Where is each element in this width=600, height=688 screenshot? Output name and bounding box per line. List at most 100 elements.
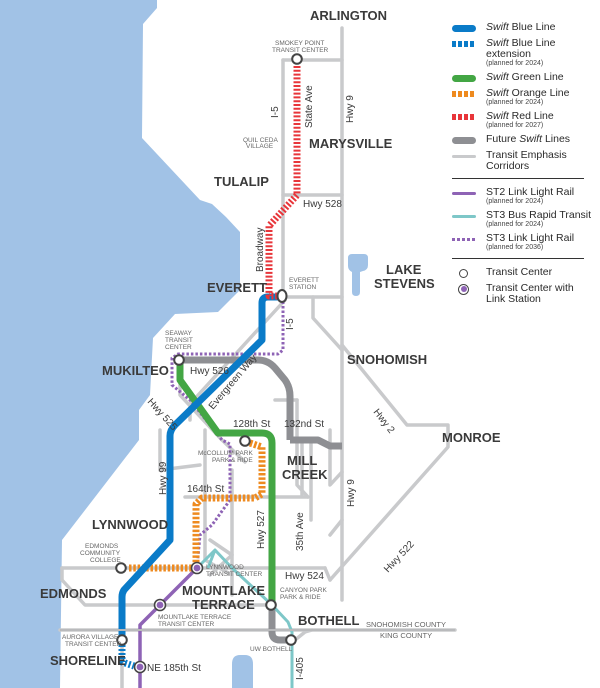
label-smokey-point-2: TRANSIT CENTER — [272, 47, 329, 54]
road-hwy527: Hwy 527 — [256, 510, 267, 549]
road-i5-everett: I-5 — [285, 318, 296, 330]
city-arlington: ARLINGTON — [310, 8, 387, 23]
st2-link-light-rail — [138, 566, 199, 688]
label-seaway-2: TRANSIT — [165, 337, 193, 344]
city-lake-stevens-1: LAKE — [386, 262, 422, 277]
road-hwy9-south: Hwy 9 — [346, 479, 357, 507]
county-label-north: SNOHOMISH COUNTY — [366, 620, 446, 629]
legend-item-green-line: Swift Green Line — [452, 72, 600, 84]
label-edmonds-cc-2: COMMUNITY — [80, 550, 121, 557]
label-lynnwood-tc-1: LYNNWOOD — [206, 564, 244, 571]
transit-center-seaway[interactable] — [173, 354, 185, 366]
label-lynnwood-tc-2: TRANSIT CENTER — [206, 571, 263, 578]
legend-item-blue-extension: Swift Blue Line extension(planned for 20… — [452, 38, 600, 68]
road-i405: I-405 — [295, 657, 306, 680]
legend-swatch-blue — [452, 24, 476, 32]
city-mountlake-1: MOUNTLAKE — [182, 583, 265, 598]
city-mukilteo: MUKILTEO — [102, 363, 169, 378]
road-state-ave: State Ave — [304, 85, 315, 128]
label-edmonds-cc-3: COLLEGE — [90, 557, 121, 564]
label-mountlake-tc-2: TRANSIT CENTER — [158, 621, 215, 628]
transit-center-smokey-point[interactable] — [291, 53, 303, 65]
label-quil-ceda-2: VILLAGE — [246, 143, 274, 150]
map-legend: Swift Blue Line Swift Blue Line extensio… — [452, 22, 600, 309]
city-marysville: MARYSVILLE — [309, 136, 393, 151]
city-lynnwood: LYNNWOOD — [92, 517, 168, 532]
road-35th-ave: 35th Ave — [295, 512, 306, 551]
county-label-south: KING COUNTY — [380, 631, 432, 640]
road-broadway: Broadway — [255, 228, 266, 272]
road-hwy2: Hwy 2 — [371, 407, 397, 436]
swift-red-line — [265, 66, 301, 300]
label-uw-bothell: UW BOTHELL — [250, 646, 293, 653]
label-edmonds-cc-1: EDMONDS — [85, 543, 119, 550]
road-hwy528: Hwy 528 — [303, 199, 342, 210]
legend-swatch-st2 — [452, 191, 476, 195]
transit-center-mccollum[interactable] — [239, 435, 251, 447]
city-everett: EVERETT — [207, 280, 267, 295]
legend-item-transit-center: Transit Center — [452, 267, 600, 279]
transit-center-edmonds-cc[interactable] — [115, 562, 127, 574]
city-mountlake-2: TERRACE — [192, 597, 255, 612]
label-everett-station-1: EVERETT — [289, 277, 319, 284]
legend-swatch-blue-ext — [452, 41, 476, 47]
city-bothell: BOTHELL — [298, 613, 359, 628]
city-snohomish: SNOHOMISH — [347, 352, 427, 367]
legend-item-st3-brt: ST3 Bus Rapid Transit(planned for 2024) — [452, 210, 600, 229]
transit-center-icon — [459, 268, 468, 278]
water-puget-sound — [0, 0, 240, 688]
city-tulalip: TULALIP — [214, 174, 269, 189]
road-ne-185th: NE 185th St — [147, 663, 201, 674]
legend-swatch-st3-lrt — [452, 237, 476, 241]
label-mccollum-2: PARK & RIDE — [212, 457, 253, 464]
link-station-icon — [458, 283, 469, 295]
water-lake-stevens — [348, 254, 368, 296]
label-seaway-3: CENTER — [165, 344, 192, 351]
water-lake-washington — [232, 655, 253, 688]
transit-center-aurora-village[interactable] — [116, 634, 128, 646]
legend-swatch-orange — [452, 91, 476, 97]
road-hwy522: Hwy 522 — [382, 539, 417, 575]
legend-item-blue-line: Swift Blue Line — [452, 22, 600, 34]
label-smokey-point-1: SMOKEY POINT — [275, 40, 324, 47]
link-stations — [133, 561, 204, 674]
legend-item-st2: ST2 Link Light Rail(planned for 2024) — [452, 187, 600, 206]
legend-item-link-station: Transit Center with Link Station — [452, 283, 600, 305]
legend-item-red-line: Swift Red Line(planned for 2027) — [452, 111, 600, 130]
label-seaway-1: SEAWAY — [165, 330, 193, 337]
legend-divider — [452, 178, 584, 179]
swift-orange-line — [128, 439, 266, 572]
road-hwy9-north: Hwy 9 — [345, 95, 356, 123]
legend-divider-2 — [452, 258, 584, 259]
label-canyon-park-2: PARK & RIDE — [280, 594, 321, 601]
label-aurora-2: TRANSIT CENTER — [65, 641, 122, 648]
city-mill-creek-1: MILL — [287, 453, 317, 468]
legend-item-orange-line: Swift Orange Line(planned for 2024) — [452, 88, 600, 107]
legend-item-future-swift: Future Swift Lines — [452, 134, 600, 146]
legend-swatch-corridor — [452, 154, 476, 158]
road-hwy99: Hwy 99 — [158, 461, 169, 495]
label-mountlake-tc-1: MOUNTLAKE TERRACE — [158, 614, 232, 621]
city-lake-stevens-2: STEVENS — [374, 276, 435, 291]
transit-center-canyon-park[interactable] — [265, 599, 277, 611]
city-mill-creek-2: CREEK — [282, 467, 328, 482]
transit-centers — [115, 53, 303, 646]
swift-blue-line — [118, 293, 283, 636]
road-hwy524: Hwy 524 — [285, 571, 324, 582]
transit-center-uw-bothell[interactable] — [285, 634, 297, 646]
city-edmonds: EDMONDS — [40, 586, 107, 601]
road-i5-north: I-5 — [270, 106, 281, 118]
legend-item-corridors: Transit Emphasis Corridors — [452, 150, 600, 172]
transit-center-everett-station[interactable] — [276, 289, 288, 303]
swift-green-line — [176, 362, 276, 605]
city-monroe: MONROE — [442, 430, 501, 445]
legend-swatch-green — [452, 74, 476, 82]
legend-swatch-future — [452, 136, 476, 144]
road-hwy526: Hwy 526 — [190, 366, 229, 377]
legend-swatch-st3-brt — [452, 214, 476, 218]
road-132nd-st: 132nd St — [284, 419, 324, 430]
road-hwy525: Hwy 525 — [145, 397, 180, 434]
road-164th-st: 164th St — [187, 484, 224, 495]
label-aurora-1: AURORA VILLAGE — [62, 634, 119, 641]
